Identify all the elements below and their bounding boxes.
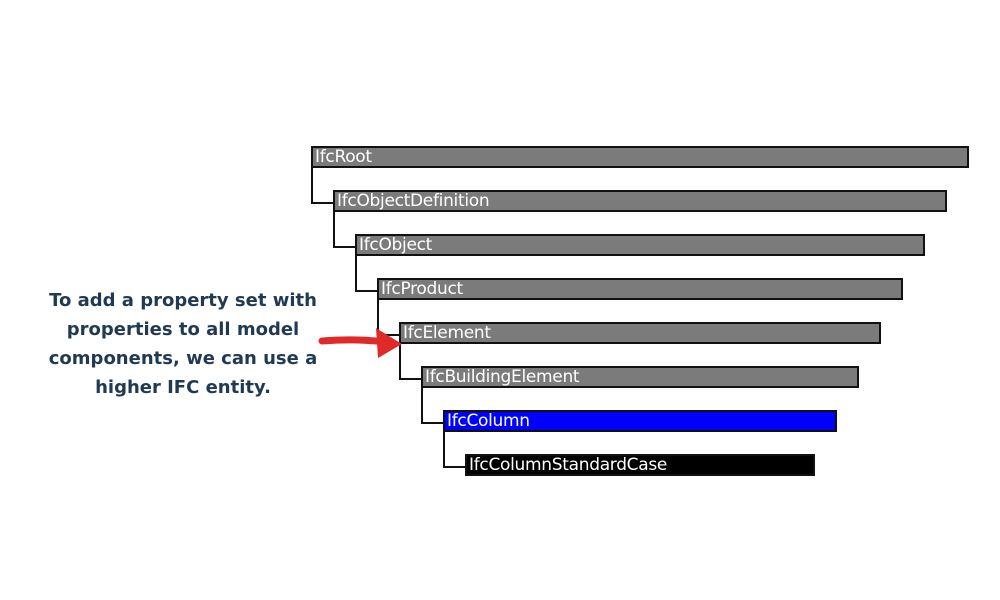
node-ifcelement[interactable]: IfcElement	[399, 322, 881, 344]
connector	[399, 344, 423, 380]
connector	[333, 212, 357, 248]
node-ifcobjectdefinition[interactable]: IfcObjectDefinition	[333, 190, 947, 212]
connector	[377, 300, 401, 336]
connector	[355, 256, 379, 292]
red-arrow-icon	[318, 328, 402, 358]
node-ifcobject[interactable]: IfcObject	[355, 234, 925, 256]
node-ifcbuildingelement[interactable]: IfcBuildingElement	[421, 366, 859, 388]
node-ifcroot[interactable]: IfcRoot	[311, 146, 969, 168]
node-ifcproduct[interactable]: IfcProduct	[377, 278, 903, 300]
connector	[421, 388, 445, 424]
node-ifccolumnstandardcase[interactable]: IfcColumnStandardCase	[465, 454, 815, 476]
connector	[311, 168, 335, 204]
annotation-note: To add a property set with properties to…	[48, 290, 318, 398]
node-ifccolumn[interactable]: IfcColumn	[443, 410, 837, 432]
connector	[443, 432, 467, 468]
